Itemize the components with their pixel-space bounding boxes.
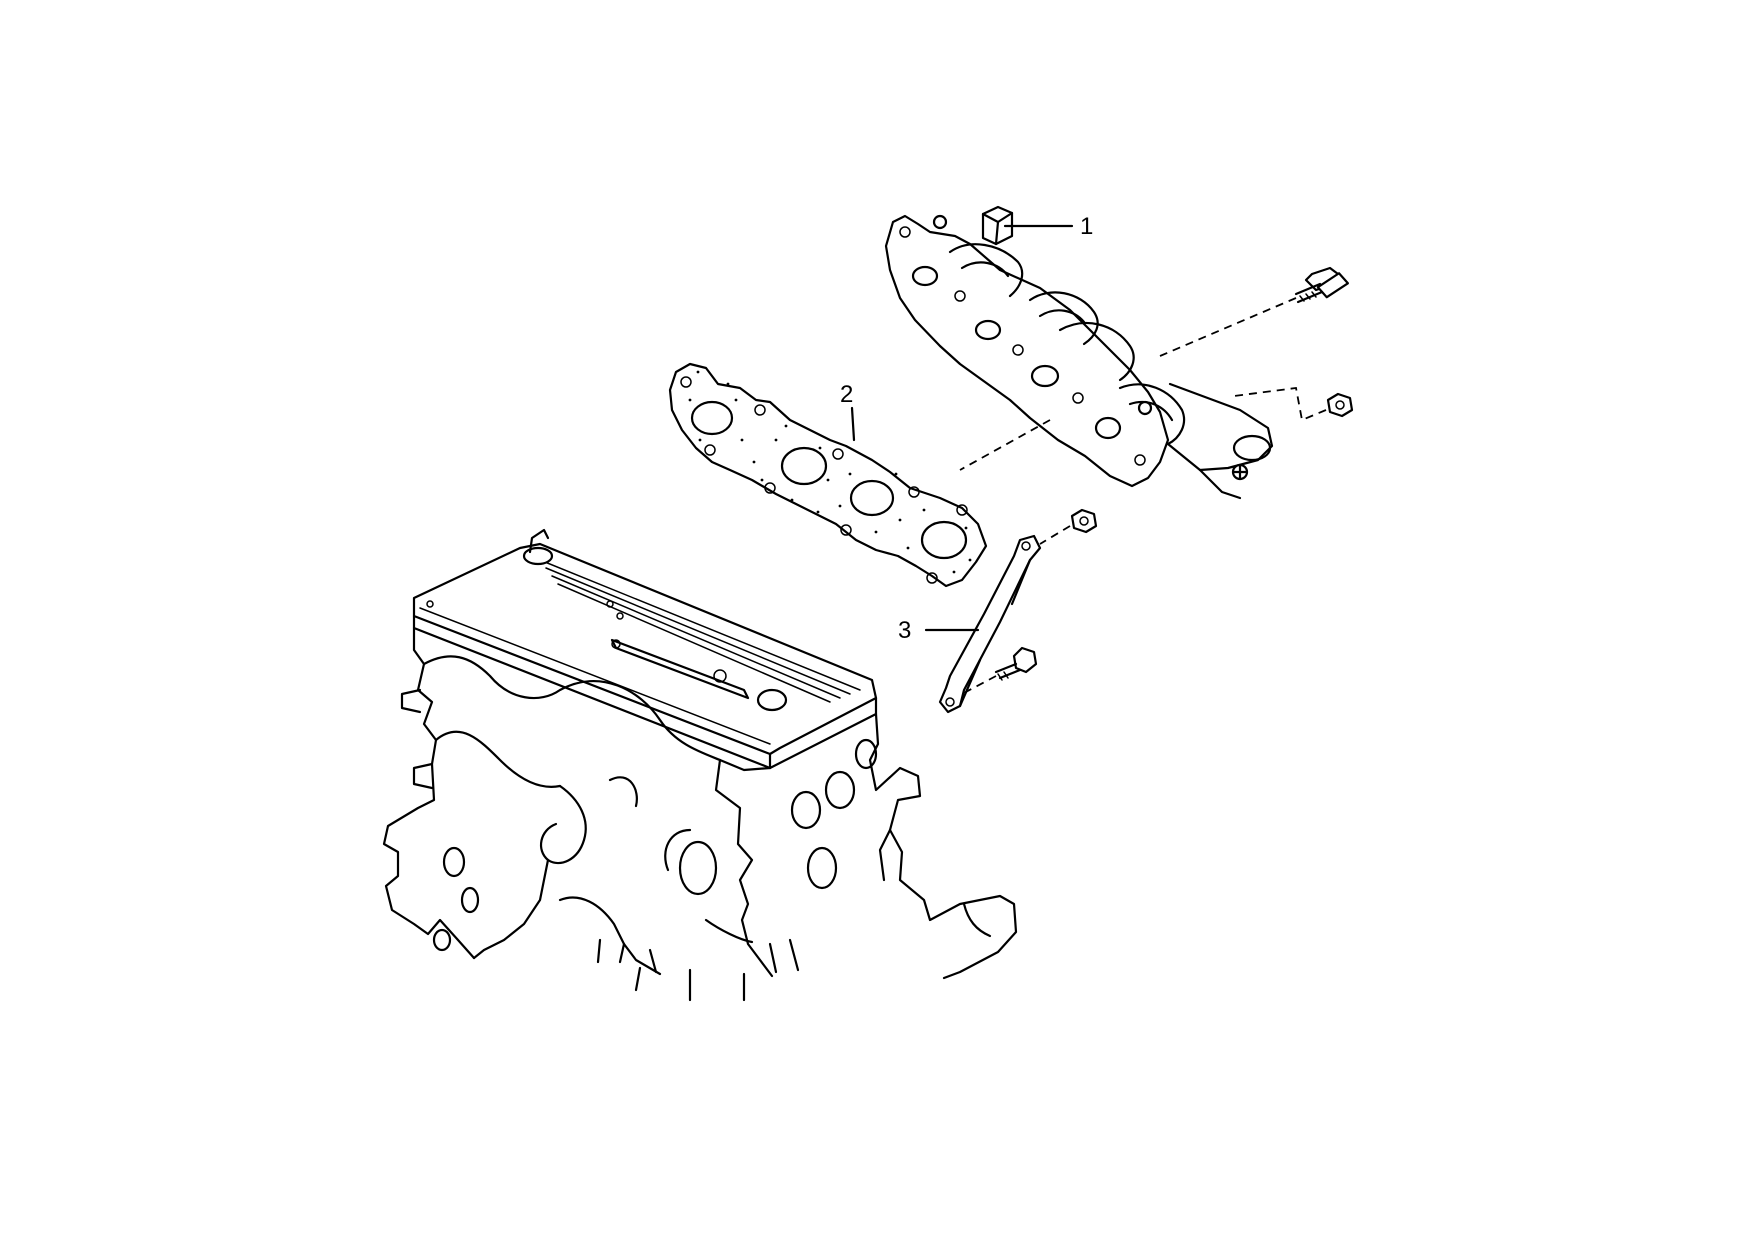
callout-leader-2 bbox=[850, 406, 856, 442]
bolt-icon bbox=[1294, 266, 1350, 304]
engine-block-icon bbox=[382, 528, 1018, 1002]
callout-label-3: 3 bbox=[898, 617, 911, 644]
assembly-line bbox=[1233, 386, 1327, 422]
support-bracket-icon bbox=[938, 534, 1042, 714]
exhaust-manifold-icon bbox=[884, 205, 1274, 500]
assembly-line bbox=[1159, 297, 1297, 357]
manifold-gasket-icon bbox=[668, 362, 988, 588]
bolt-icon bbox=[994, 646, 1038, 681]
callout-label-2: 2 bbox=[840, 381, 853, 408]
nut-icon bbox=[1070, 508, 1098, 534]
assembly-line bbox=[959, 419, 1051, 471]
assembly-line bbox=[1039, 525, 1071, 545]
nut-icon bbox=[1326, 392, 1354, 418]
callout-label-1: 1 bbox=[1080, 213, 1093, 240]
assembly-line bbox=[961, 675, 997, 695]
